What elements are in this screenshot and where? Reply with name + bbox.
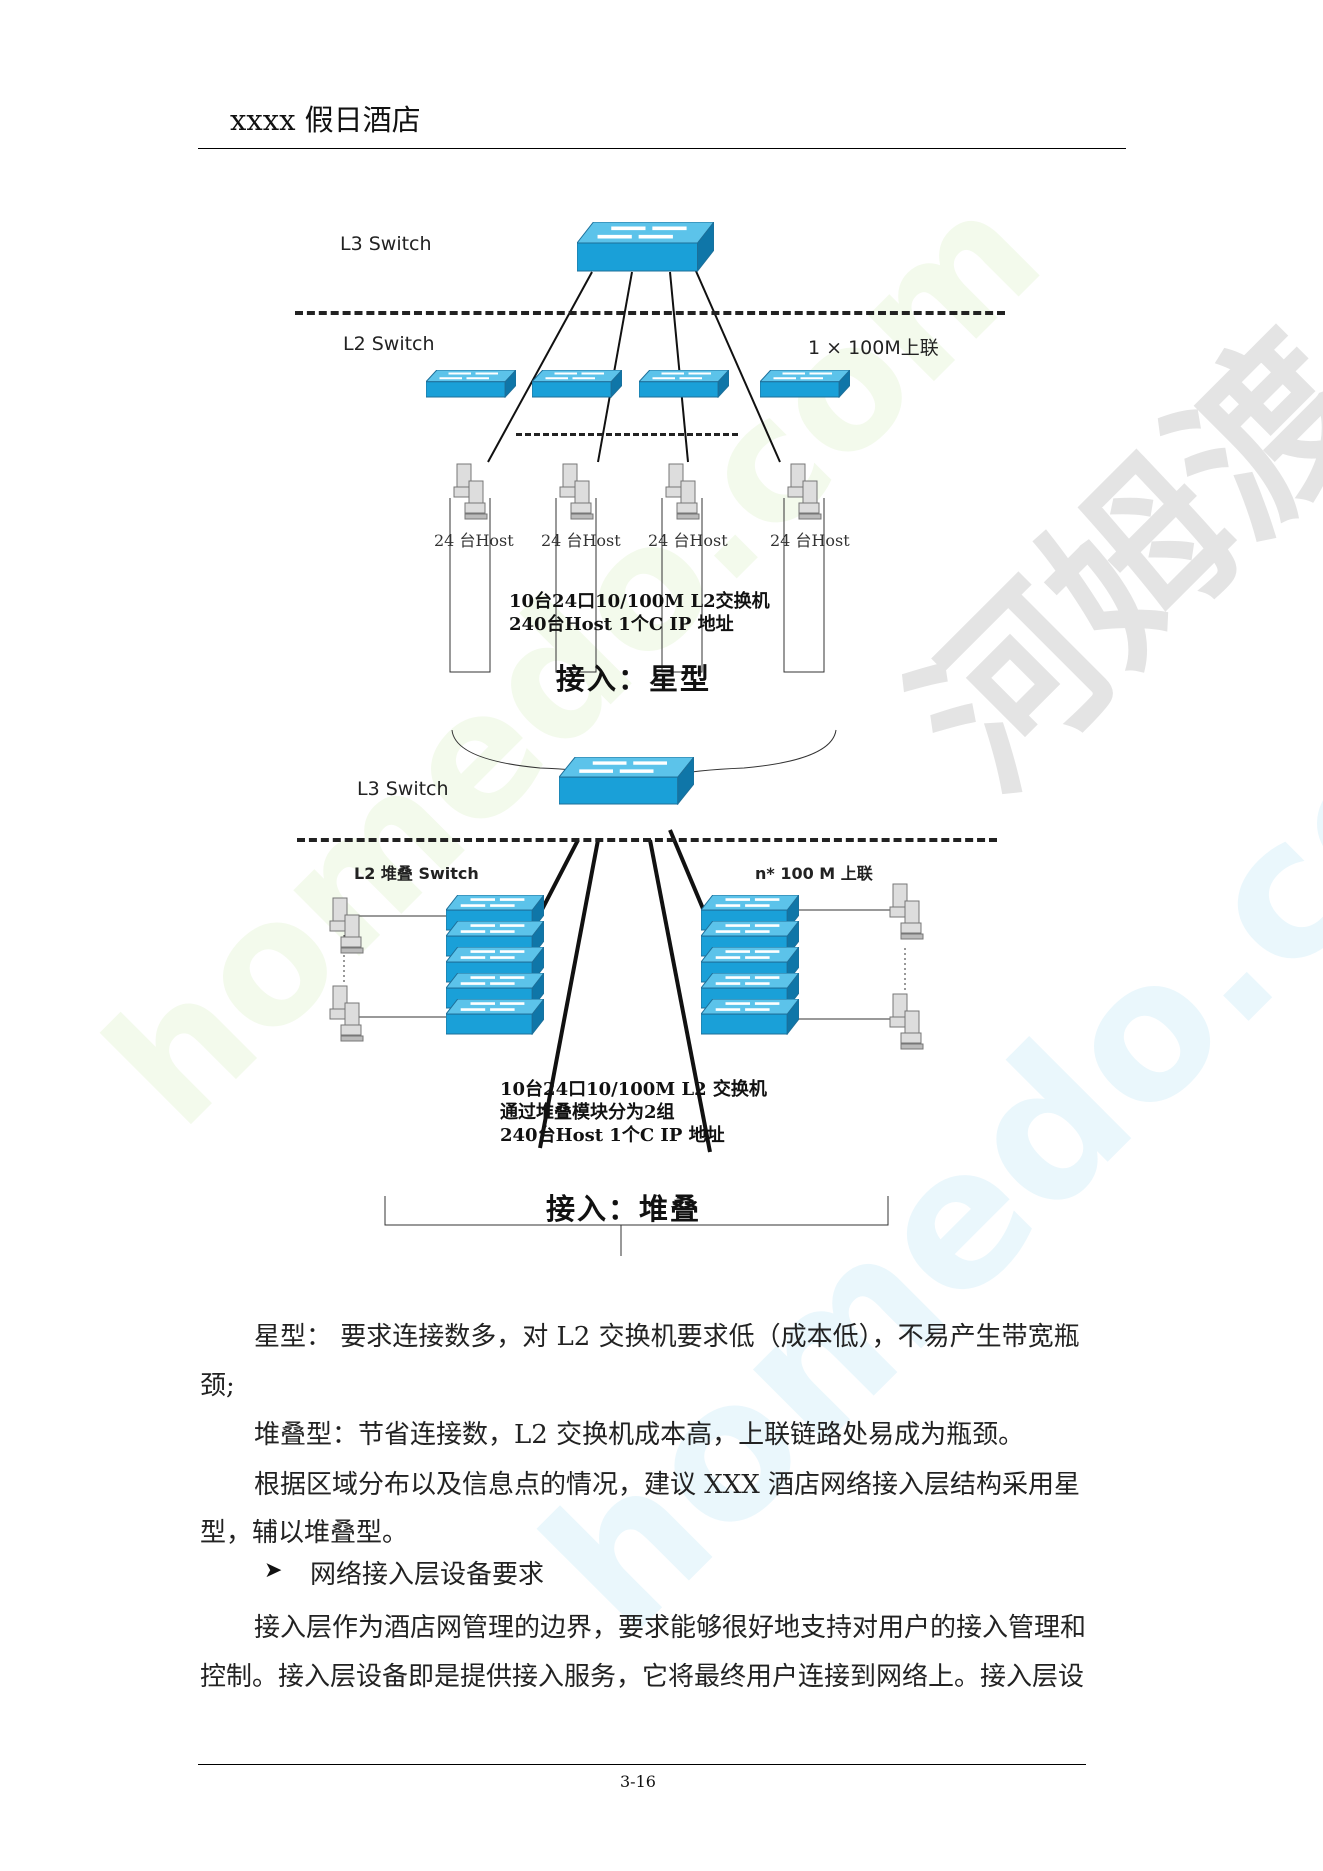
- stack-note-line-1: 10台24口10/100M L2 交换机: [500, 1079, 767, 1100]
- l2-switch-icon: [758, 368, 852, 399]
- host-count-label: 24 台Host: [541, 531, 621, 550]
- stack-note-line-3: 240台Host 1个C IP 地址: [500, 1125, 725, 1146]
- host-computer-icon: [665, 463, 701, 525]
- stacked-switch-icon: [699, 997, 801, 1039]
- l3-switch-icon: [575, 220, 716, 273]
- l2-switch-icon: [637, 368, 731, 399]
- host-computer-icon: [453, 463, 489, 525]
- stack-caption: 接入：堆叠: [546, 1192, 702, 1226]
- uplink-label: n* 100 M 上联: [755, 864, 873, 883]
- uplink-label: 1 × 100M上联: [808, 337, 939, 359]
- l2-stack-switch-label: L2 堆叠 Switch: [354, 864, 479, 883]
- l2-switch-icon: [530, 368, 624, 399]
- host-count-label: 24 台Host: [434, 531, 514, 550]
- header-rule: [198, 148, 1126, 149]
- star-note-line-2: 240台Host 1个C IP 地址: [509, 614, 734, 635]
- host-computer-icon: [559, 463, 595, 525]
- star-caption: 接入：星型: [556, 662, 712, 696]
- header-title: xxxx 假日酒店: [230, 103, 421, 137]
- stacked-switch-icon: [444, 997, 546, 1039]
- arrow-bullet-icon: ➤: [264, 1558, 283, 1583]
- l2-switch-stack-left: [444, 893, 546, 1036]
- host-count-label: 24 台Host: [770, 531, 850, 550]
- host-computer-icon: [889, 993, 925, 1055]
- footer-rule: [198, 1764, 1086, 1765]
- layer-divider: [295, 311, 1005, 315]
- paragraph-line: 颈;: [200, 1371, 235, 1401]
- host-computer-icon: [329, 897, 365, 959]
- host-computer-icon: [329, 985, 365, 1047]
- group-divider: [516, 433, 738, 436]
- host-computer-icon: [787, 463, 823, 525]
- l3-switch-icon: [557, 755, 696, 806]
- paragraph-line: 接入层作为酒店网管理的边界，要求能够很好地支持对用户的接入管理和: [254, 1613, 1087, 1643]
- l3-switch-label: L3 Switch: [357, 778, 449, 800]
- layer-divider: [297, 838, 997, 842]
- paragraph-line: 堆叠型：节省连接数，L2 交换机成本高，上联链路处易成为瓶颈。: [254, 1420, 1025, 1450]
- paragraph-line: 控制。接入层设备即是提供接入服务，它将最终用户连接到网络上。接入层设: [200, 1662, 1085, 1692]
- host-count-label: 24 台Host: [648, 531, 728, 550]
- l2-switch-label: L2 Switch: [343, 333, 435, 355]
- l2-switch-stack-right: [699, 893, 801, 1036]
- section-heading: 网络接入层设备要求: [310, 1560, 545, 1590]
- star-note-line-1: 10台24口10/100M L2交换机: [509, 591, 770, 612]
- paragraph-line: 星型： 要求连接数多，对 L2 交换机要求低（成本低），不易产生带宽瓶: [254, 1322, 1080, 1352]
- l3-switch-label: L3 Switch: [340, 233, 432, 255]
- l2-switch-icon: [424, 368, 518, 399]
- paragraph-line: 型，辅以堆叠型。: [200, 1518, 409, 1548]
- stack-note-line-2: 通过堆叠模块分为2组: [500, 1102, 675, 1123]
- page-number: 3-16: [620, 1772, 656, 1791]
- paragraph-line: 根据区域分布以及信息点的情况，建议 XXX 酒店网络接入层结构采用星: [254, 1470, 1081, 1500]
- host-computer-icon: [889, 883, 925, 945]
